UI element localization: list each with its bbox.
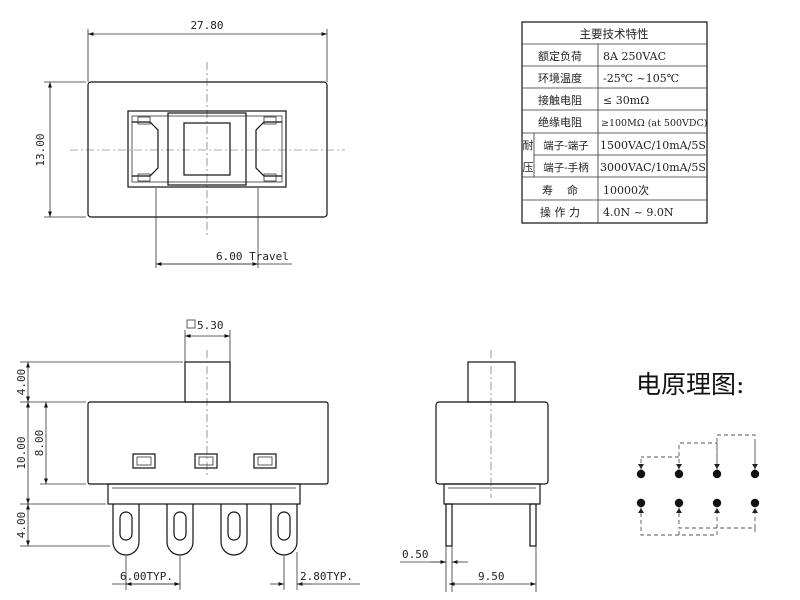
top-height-dim: 13.00 <box>34 133 47 166</box>
spec-label: 额定负荷 <box>538 49 582 63</box>
terminal <box>220 504 248 556</box>
spec-label: 环境温度 <box>538 71 582 85</box>
terminal <box>166 504 194 556</box>
end-width-dim: 9.50 <box>478 570 505 583</box>
spec-label: 端子-手柄 <box>543 161 589 174</box>
spec-label: 端子-端子 <box>543 139 589 152</box>
pin-width-dim: 2.80TYP. <box>300 570 353 583</box>
pin-thickness-dim: 0.50 <box>402 548 429 561</box>
contact-point <box>712 498 722 508</box>
spec-label: 操 作 力 <box>540 205 580 219</box>
spec-value: 10000次 <box>603 183 649 197</box>
schematic: 电原理图: <box>636 370 760 536</box>
pin-pitch-dim: 6.00TYP. <box>120 570 173 583</box>
spec-group-label: 压 <box>523 161 534 174</box>
actuator-width-dim: 5.30 <box>197 319 224 332</box>
spec-table-title: 主要技术特性 <box>580 27 649 41</box>
side-top-offset-dim: 4.00 <box>15 369 28 396</box>
top-view: 27.80 13.00 6.00 Travel <box>34 19 345 268</box>
spec-label: 接触电阻 <box>538 93 582 107</box>
contact-point <box>636 469 646 479</box>
contact-point <box>674 469 684 479</box>
spec-value: -25℃ ~105℃ <box>603 72 679 85</box>
spec-value: ≤ 30mΩ <box>603 94 649 107</box>
travel-dim: 6.00 Travel <box>216 250 289 263</box>
spec-value: 1500VAC/10mA/5S <box>600 139 706 152</box>
terminal <box>112 504 140 556</box>
side-body-inner-dim: 8.00 <box>33 430 46 457</box>
spec-label: 绝缘电阻 <box>538 115 582 129</box>
end-view: 0.50 9.50 <box>400 350 549 592</box>
terminal <box>270 504 298 556</box>
side-bottom-offset-dim: 4.00 <box>15 512 28 539</box>
spec-table: 主要技术特性 额定负荷 8A 250VAC 环境温度 -25℃ ~105℃ 接触… <box>521 21 708 224</box>
side-body-total-dim: 10.00 <box>15 436 28 469</box>
contact-point <box>750 469 760 479</box>
side-view: 5.30 <box>15 319 360 590</box>
top-width-dim: 27.80 <box>190 19 223 32</box>
contact-point <box>636 498 646 508</box>
spec-label: 寿 命 <box>542 183 578 197</box>
spec-value: 3000VAC/10mA/5S <box>600 161 706 174</box>
schematic-title: 电原理图: <box>636 370 744 399</box>
contact-point <box>674 498 684 508</box>
spec-value: 8A 250VAC <box>603 50 666 63</box>
contact-point <box>750 498 760 508</box>
spec-group-label: 耐 <box>523 139 534 152</box>
contact-point <box>712 469 722 479</box>
spec-value: ≥100MΩ (at 500VDC) <box>601 118 708 129</box>
spec-value: 4.0N ~ 9.0N <box>603 206 674 219</box>
